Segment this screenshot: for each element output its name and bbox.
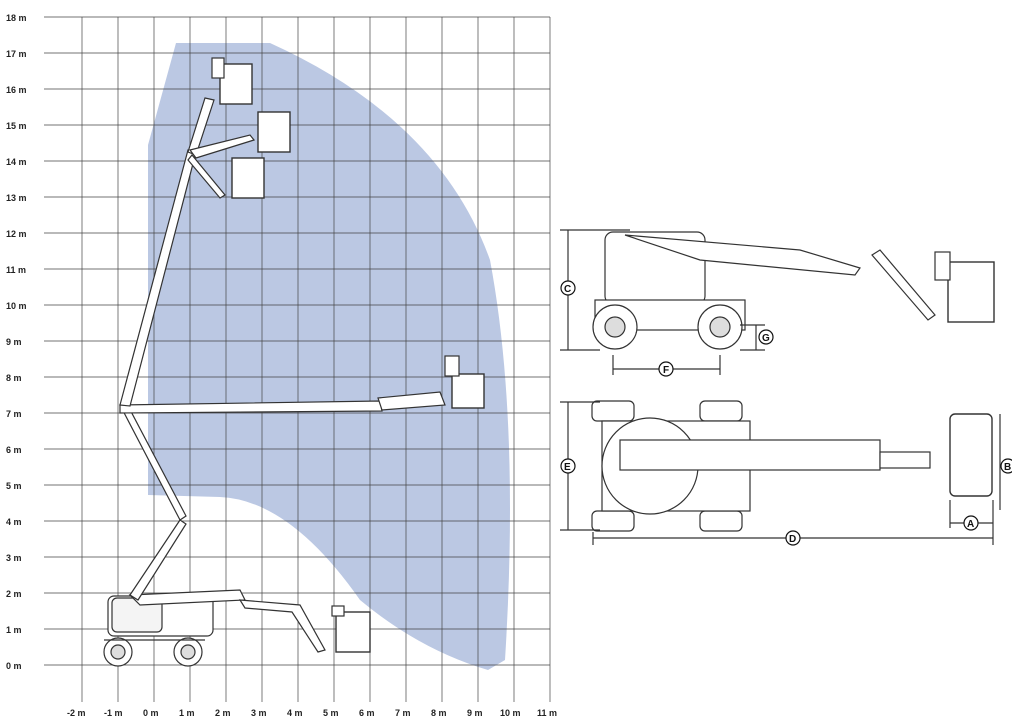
top-basket-mid xyxy=(257,111,291,153)
x-label-9: 9 m xyxy=(467,708,483,718)
y-label-5: 5 m xyxy=(6,481,22,491)
y-label-10: 10 m xyxy=(6,301,27,311)
y-label-0: 0 m xyxy=(6,661,22,671)
side-front-hub xyxy=(709,316,731,338)
y-label-17: 17 m xyxy=(6,49,27,59)
outreach-basket-top xyxy=(444,355,460,377)
y-label-12: 12 m xyxy=(6,229,27,239)
stowed-basket-top xyxy=(331,605,345,617)
lift-side-view-positions xyxy=(103,57,485,667)
dim-f-badge xyxy=(658,361,674,377)
x-axis-labels: -2 m -1 m 0 m 1 m 2 m 3 m 4 m 5 m 6 m 7 … xyxy=(67,708,557,718)
y-label-7: 7 m xyxy=(6,409,22,419)
y-label-18: 18 m xyxy=(6,13,27,23)
top-view-dimension-labels: E D A B xyxy=(560,458,1012,546)
dim-c-label: C xyxy=(564,284,571,295)
mid-jib xyxy=(188,134,256,159)
dim-g-badge xyxy=(758,329,774,345)
dim-e-label: E xyxy=(564,462,571,473)
x-label-0: 0 m xyxy=(143,708,159,718)
stowed-basket xyxy=(335,611,371,653)
y-label-14: 14 m xyxy=(6,157,27,167)
top-view-drawing xyxy=(560,400,1001,545)
dim-f-label: F xyxy=(663,365,669,376)
x-label-7: 7 m xyxy=(395,708,411,718)
x-label-11: 11 m xyxy=(537,708,557,718)
front-wheel-hub xyxy=(180,644,196,660)
x-label-4: 4 m xyxy=(287,708,303,718)
y-label-2: 2 m xyxy=(6,589,22,599)
y-label-3: 3 m xyxy=(6,553,22,563)
dim-e-badge xyxy=(560,458,576,474)
top-boom xyxy=(619,439,881,471)
side-boom xyxy=(624,234,861,276)
y-label-9: 9 m xyxy=(6,337,22,347)
top-wheel-rl xyxy=(591,400,635,422)
top-basket-high xyxy=(219,63,253,105)
x-label-6: 6 m xyxy=(359,708,375,718)
side-view-drawing xyxy=(560,229,995,375)
y-axis-labels: 18 m 17 m 16 m 15 m 14 m 13 m 12 m 11 m … xyxy=(6,13,27,671)
x-label-2: 2 m xyxy=(215,708,231,718)
x-label-5: 5 m xyxy=(323,708,339,718)
stowed-jib xyxy=(238,599,326,653)
y-label-1: 1 m xyxy=(6,625,22,635)
top-basket-low xyxy=(231,157,265,199)
y-label-8: 8 m xyxy=(6,373,22,383)
x-label-8: 8 m xyxy=(431,708,447,718)
top-jib xyxy=(879,451,931,469)
side-basket-rail xyxy=(934,251,951,281)
side-jib xyxy=(871,249,936,321)
dim-b-badge xyxy=(1000,458,1012,474)
x-label-10: 10 m xyxy=(500,708,521,718)
dim-b-label: B xyxy=(1004,462,1011,473)
side-rear-hub xyxy=(604,316,626,338)
x-label-minus2: -2 m xyxy=(67,708,86,718)
top-wheel-rr xyxy=(591,510,635,532)
y-label-16: 16 m xyxy=(6,85,27,95)
horizontal-boom xyxy=(119,400,383,414)
y-label-6: 6 m xyxy=(6,445,22,455)
x-label-minus1: -1 m xyxy=(104,708,123,718)
dim-c-badge xyxy=(560,280,576,296)
working-envelope xyxy=(148,43,510,670)
stowed-boom xyxy=(128,589,246,606)
y-label-11: 11 m xyxy=(6,265,26,275)
low-jib xyxy=(187,154,226,199)
top-basket-high-rail xyxy=(211,57,225,79)
top-wheel-fl xyxy=(699,400,743,422)
y-label-13: 13 m xyxy=(6,193,27,203)
dim-d-badge xyxy=(785,530,801,546)
x-label-3: 3 m xyxy=(251,708,267,718)
horizontal-jib xyxy=(377,391,446,411)
x-label-1: 1 m xyxy=(179,708,195,718)
dim-a-label: A xyxy=(967,519,974,530)
side-basket xyxy=(947,261,995,323)
dim-g-label: G xyxy=(762,333,770,344)
y-label-15: 15 m xyxy=(6,121,27,131)
top-wheel-fr xyxy=(699,510,743,532)
y-label-4: 4 m xyxy=(6,517,22,527)
rear-wheel-hub xyxy=(110,644,126,660)
dim-a-badge xyxy=(963,515,979,531)
top-basket xyxy=(949,413,993,497)
lower-boom-riser xyxy=(129,519,187,601)
dim-d-label: D xyxy=(789,534,796,545)
side-view-dimension-labels: C F G xyxy=(560,280,774,377)
outreach-basket xyxy=(451,373,485,409)
